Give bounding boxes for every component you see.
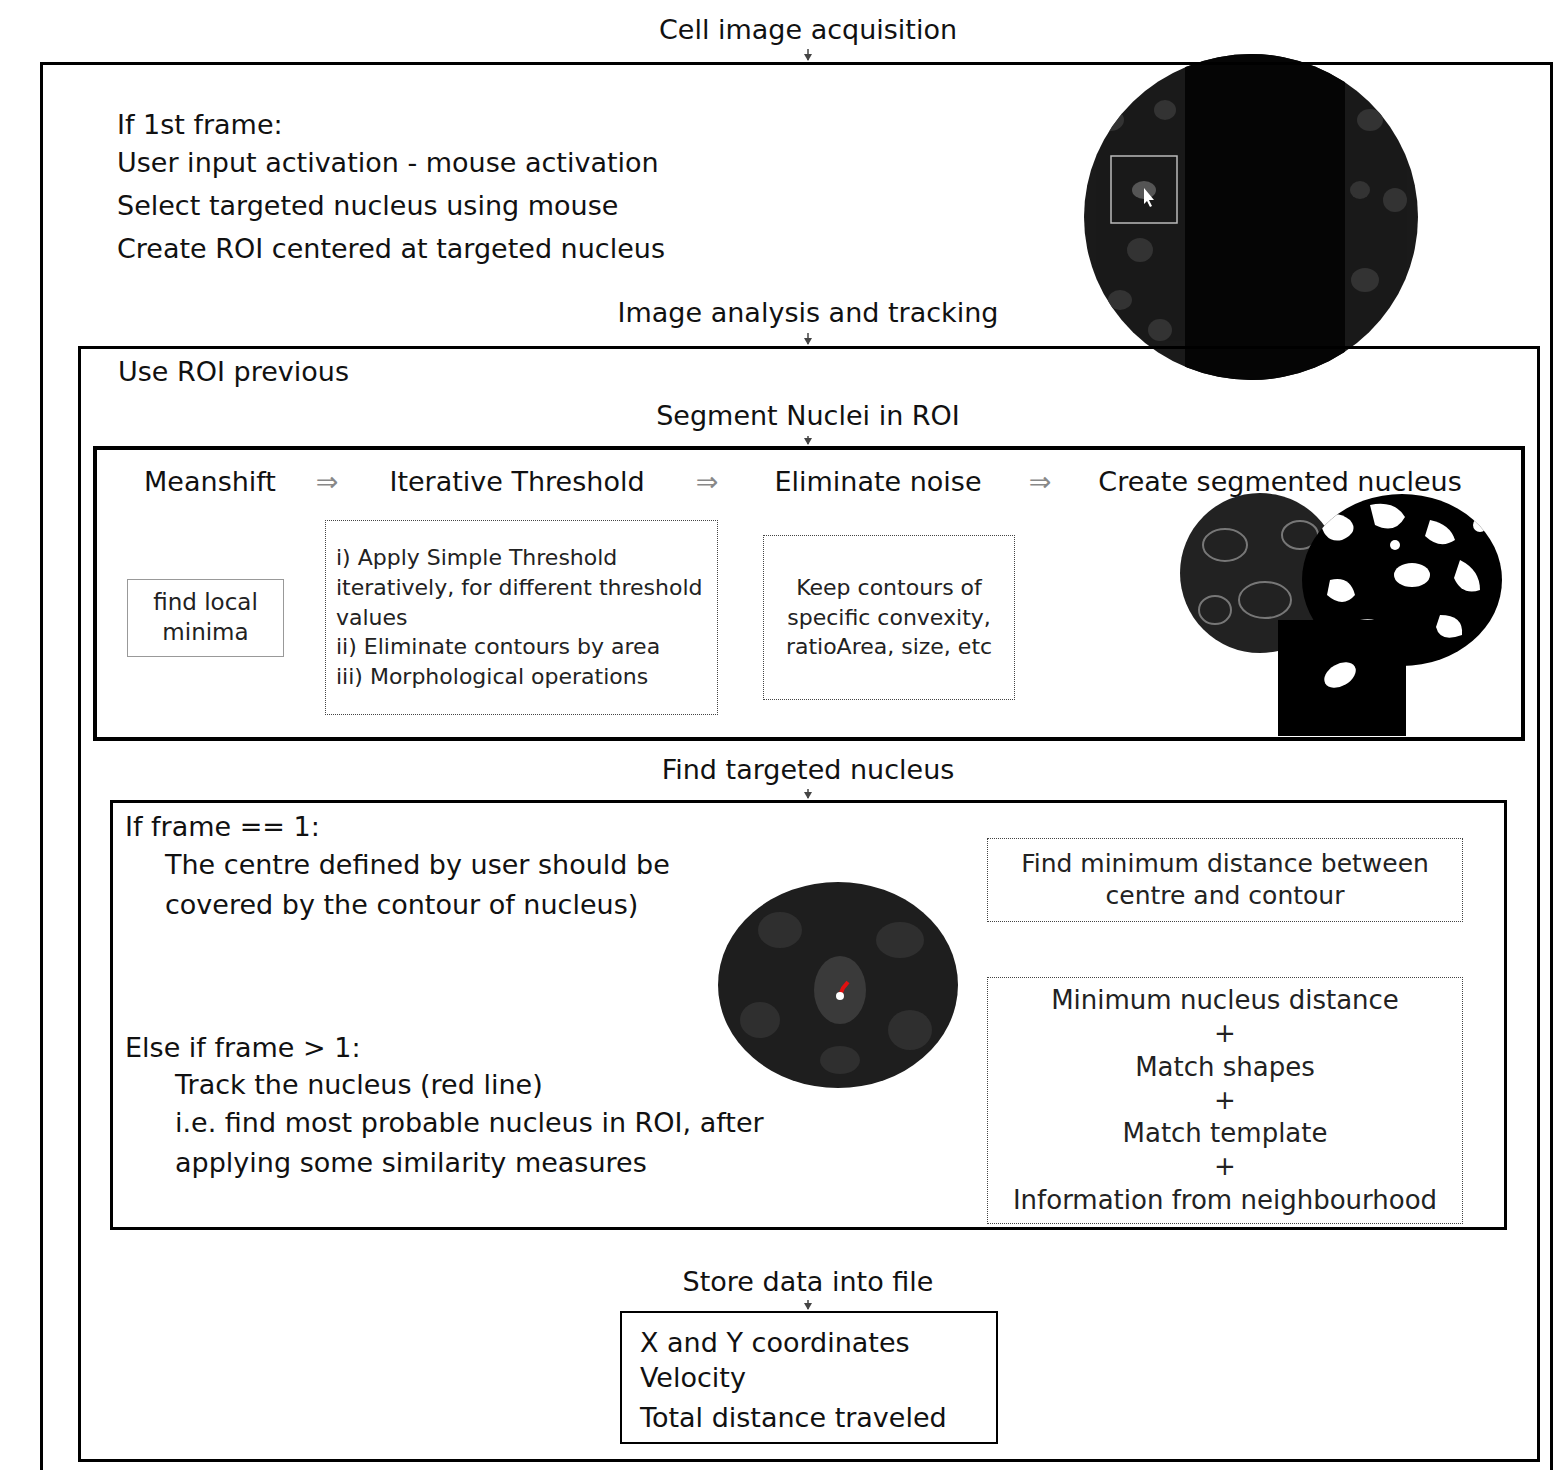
step-text: Total distance traveled bbox=[640, 1401, 947, 1435]
box-content: i) Apply Simple Threshold iteratively, f… bbox=[326, 521, 717, 714]
step-text: Select targeted nucleus using mouse bbox=[117, 189, 618, 223]
box-content: Keep contours of specific convexity, rat… bbox=[764, 536, 1014, 699]
box-text: Keep contours of specific convexity, rat… bbox=[772, 573, 1006, 663]
box-text: iii) Morphological operations bbox=[336, 662, 648, 692]
output-box: Store data into fileX and Y coordinatesV… bbox=[620, 1311, 998, 1444]
box-text: + bbox=[1214, 1017, 1236, 1050]
section-heading: Image analysis and tracking bbox=[618, 296, 999, 330]
step-text: User input activation - mouse activation bbox=[117, 146, 659, 180]
microscopy-image bbox=[1080, 50, 1420, 390]
step-text: If 1st frame: bbox=[117, 108, 283, 142]
outer-stage-box: Cell image acquisitionIf 1st frame:User … bbox=[40, 62, 1553, 1470]
section-heading: Segment Nuclei in ROI bbox=[656, 399, 960, 433]
step-heading: Create segmented nucleus bbox=[1098, 465, 1461, 499]
box-text: Information from neighbourhood bbox=[1013, 1184, 1437, 1217]
box-text: + bbox=[1214, 1150, 1236, 1183]
section-heading: Iterative Threshold bbox=[389, 465, 644, 499]
step-text: i.e. find most probable nucleus in ROI, … bbox=[175, 1103, 855, 1183]
stage-box: Image analysis and trackingUse ROI previ… bbox=[78, 346, 1540, 1462]
box-text: Minimum nucleus distance bbox=[1051, 984, 1399, 1017]
heading-arrows bbox=[807, 49, 809, 1309]
step-box: find local minimaMeanshift bbox=[127, 579, 284, 657]
step-box: i) Apply Simple Threshold iteratively, f… bbox=[325, 520, 718, 715]
box-text: i) Apply Simple Threshold iteratively, f… bbox=[336, 543, 707, 633]
step-text: X and Y coordinates bbox=[640, 1326, 910, 1360]
step-text: Else if frame > 1: bbox=[125, 1031, 361, 1065]
section-heading: Eliminate noise bbox=[774, 465, 981, 499]
measure-box: Find minimum distance between centre and… bbox=[987, 838, 1463, 922]
section-heading: Cell image acquisition bbox=[659, 13, 957, 47]
flow-arrow-symbol: ⇒ bbox=[696, 465, 719, 499]
step-text: The centre defined by user should be cov… bbox=[165, 845, 775, 925]
step-text: Track the nucleus (red line) bbox=[175, 1068, 543, 1102]
section-heading: Meanshift bbox=[144, 465, 276, 499]
step-text: Use ROI previous bbox=[118, 355, 349, 389]
segmentation-images bbox=[1178, 490, 1505, 736]
step-text: Velocity bbox=[640, 1361, 746, 1395]
step-text: If frame == 1: bbox=[125, 810, 320, 844]
flow-arrow-symbol: ⇒ bbox=[316, 465, 339, 499]
box-text: Match shapes bbox=[1135, 1051, 1315, 1084]
box-text: ii) Eliminate contours by area bbox=[336, 632, 660, 662]
flow-arrow-symbol: ⇒ bbox=[1029, 465, 1052, 499]
step-box: Keep contours of specific convexity, rat… bbox=[763, 535, 1015, 700]
stage-box: Find targeted nucleusIf frame == 1:The c… bbox=[110, 800, 1507, 1230]
box-content: Minimum nucleus distance+Match shapes+Ma… bbox=[988, 978, 1462, 1223]
box-content: Find minimum distance between centre and… bbox=[988, 839, 1462, 921]
box-text: find local minima bbox=[134, 588, 277, 648]
tracking-image bbox=[715, 880, 965, 1092]
box-text: + bbox=[1214, 1084, 1236, 1117]
measure-box: Minimum nucleus distance+Match shapes+Ma… bbox=[987, 977, 1463, 1224]
box-content: find local minima bbox=[128, 580, 283, 656]
box-text: Find minimum distance between centre and… bbox=[996, 848, 1454, 913]
section-heading: Store data into file bbox=[683, 1265, 934, 1299]
step-text: Create ROI centered at targeted nucleus bbox=[117, 232, 665, 266]
section-heading: Find targeted nucleus bbox=[662, 753, 955, 787]
box-text: Match template bbox=[1123, 1117, 1328, 1150]
